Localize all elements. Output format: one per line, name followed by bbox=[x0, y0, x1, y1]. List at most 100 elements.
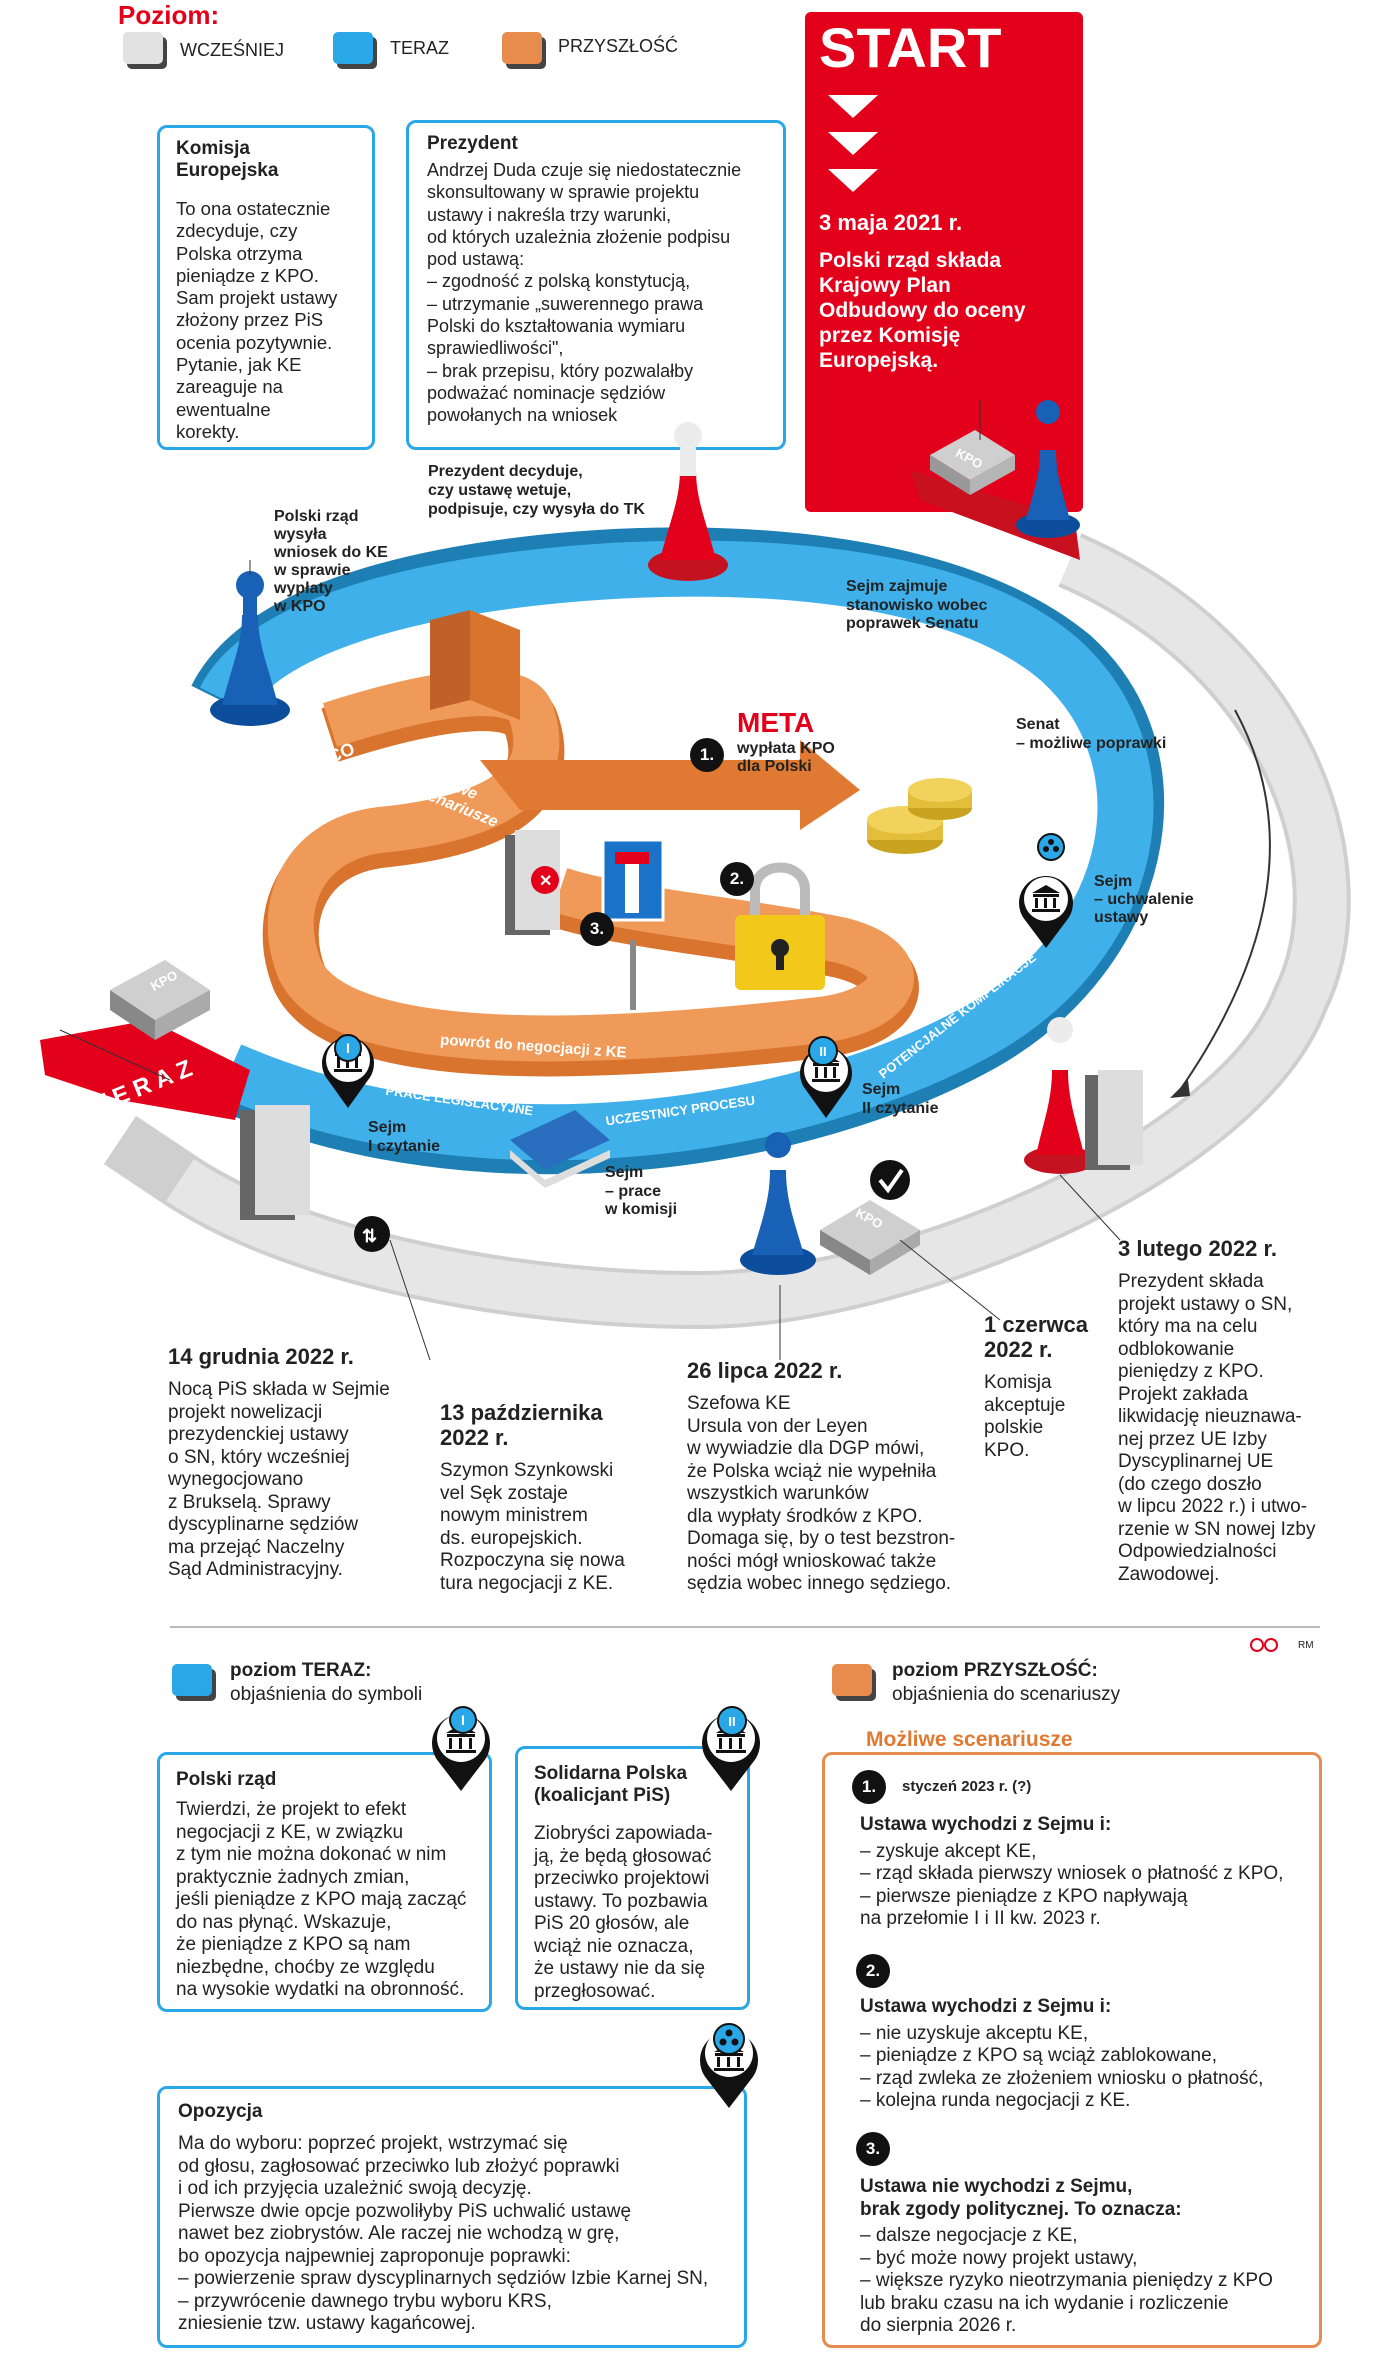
label-sejm-passes: Sejm – uchwalenie ustawy bbox=[1094, 873, 1194, 926]
sejm-passes-pin-icon bbox=[1019, 876, 1073, 948]
dead-end-sign-icon bbox=[601, 838, 665, 1010]
orange-track-top bbox=[267, 670, 914, 1062]
event-date: 26 lipca 2022 r. bbox=[687, 1358, 843, 1383]
scenario-head: Ustawa wychodzi z Sejmu i: bbox=[860, 1814, 1112, 1835]
label-sejm-first-reading: Sejm I czytanie bbox=[368, 1119, 441, 1155]
event-text: Nocą PiS składa w Sejmie projekt noweliz… bbox=[168, 1379, 390, 1580]
scenario-item: – dalsze negocjacje z KE, bbox=[860, 2225, 1078, 2246]
kpo-block-teraz-icon bbox=[110, 960, 210, 1040]
scenario-1-badge: 1. bbox=[852, 1770, 886, 1804]
scenario-2: Ustawa wychodzi z Sejmu i: – nie uzyskuj… bbox=[860, 1996, 1330, 2113]
orange-meta-arrow bbox=[480, 740, 860, 830]
label-gov-sends-request: Polski rząd wysyła wniosek do KE w spraw… bbox=[274, 508, 388, 615]
opposition-people-icon bbox=[713, 2023, 745, 2055]
box-text: To ona ostatecznie zdecyduje, czy Polska… bbox=[176, 198, 338, 442]
binder-grey-right-icon bbox=[1085, 1070, 1143, 1170]
box-text: Andrzej Duda czuje się niedostatecznie s… bbox=[427, 160, 742, 426]
pawn-blue-eu-icon bbox=[210, 571, 290, 726]
roman-one-badge: I bbox=[449, 1706, 477, 1734]
pawn-blue-eu-bottom-icon bbox=[740, 1132, 816, 1275]
orange-level-swatch bbox=[502, 32, 542, 64]
label-sejm-committee: Sejm – prace w komisji bbox=[605, 1164, 678, 1218]
event-2022-10-13: 13 października 2022 r. Szymon Szynkowsk… bbox=[440, 1400, 660, 1595]
pawn-blue-start-icon bbox=[1016, 400, 1080, 538]
info-box-government: Polski rząd Twierdzi, że projekt to efek… bbox=[157, 1752, 492, 2012]
event-2022-06-01: 1 czerwca 2022 r. Komisja akceptuje pols… bbox=[984, 1312, 1104, 1462]
info-box-president: Prezydent Andrzej Duda czuje się niedost… bbox=[406, 120, 786, 450]
box-title: Polski rząd bbox=[176, 1769, 277, 1790]
legend-label: TERAZ bbox=[390, 38, 450, 58]
book-icon bbox=[510, 1110, 610, 1188]
scenario-head: Ustawa nie wychodzi z Sejmu, brak zgody … bbox=[860, 2176, 1182, 2220]
scenario-item: – pierwsze pieniądze z KPO napływają na … bbox=[860, 1885, 1188, 1930]
orange-level-swatch bbox=[832, 1664, 872, 1696]
label-sejm-senate-amendments: Sejm zajmuje stanowisko wobec poprawek S… bbox=[846, 578, 988, 632]
svg-text:✕: ✕ bbox=[539, 873, 552, 890]
grey-direction-arrowhead bbox=[1170, 1080, 1190, 1098]
box-title: Komisja Europejska bbox=[176, 138, 279, 181]
label-president-decides: Prezydent decyduje, czy ustawę wetuje, p… bbox=[428, 463, 645, 518]
start-date: 3 maja 2021 r. bbox=[819, 210, 963, 235]
info-box-european-commission: Komisja Europejska To ona ostatecznie zd… bbox=[157, 125, 375, 450]
start-title: START bbox=[819, 16, 1002, 79]
start-text: Polski rząd składa Krajowy Plan Odbudowy… bbox=[819, 249, 1026, 372]
opposition-people-icon bbox=[1037, 833, 1065, 861]
event-date: 3 lutego 2022 r. bbox=[1118, 1236, 1277, 1261]
grey-direction-arrow bbox=[1179, 709, 1271, 1091]
scenario-1-marker: 1. bbox=[690, 738, 724, 772]
box-text: Ziobryści zapowiada- ją, że będą głosowa… bbox=[534, 1823, 713, 2002]
rejected-document-icon: ✕ bbox=[505, 830, 560, 935]
scenario-item: – być może nowy projekt ustawy, bbox=[860, 2247, 1138, 2269]
blue-track bbox=[199, 540, 1154, 1161]
box-text: Twierdzi, że projekt to efekt negocjacji… bbox=[176, 1799, 467, 2000]
event-2022-12-14: 14 grudnia 2022 r. Nocą PiS składa w Sej… bbox=[168, 1344, 418, 1582]
coins-icon bbox=[867, 778, 972, 854]
up-down-arrows-badge-icon bbox=[354, 1216, 390, 1252]
scenario-item: – rząd składa pierwszy wniosek o płatnoś… bbox=[860, 1863, 1284, 1884]
event-2022-07-26: 26 lipca 2022 r. Szefowa KE Ursula von d… bbox=[687, 1358, 987, 1596]
roman-two-badge: II bbox=[808, 1036, 838, 1066]
event-text: Prezydent składa projekt ustawy o SN, kt… bbox=[1118, 1271, 1316, 1585]
scenario-3: Ustawa nie wychodzi z Sejmu, brak zgody … bbox=[860, 2176, 1330, 2338]
padlock-icon bbox=[735, 862, 825, 990]
event-date: 13 października 2022 r. bbox=[440, 1400, 603, 1450]
start-arrows-icon bbox=[828, 95, 878, 192]
box-title: Solidarna Polska (koalicjant PiS) bbox=[534, 1763, 688, 1806]
meta-title: META bbox=[737, 707, 815, 738]
legend-title: Poziom: bbox=[118, 0, 220, 30]
pawn-white-president-icon bbox=[648, 422, 728, 581]
box-title: Opozycja bbox=[178, 2101, 263, 2122]
scenarios-box bbox=[822, 1752, 1322, 2348]
info-box-solidarna-polska: Solidarna Polska (koalicjant PiS) Ziobry… bbox=[515, 1746, 750, 2010]
section-divider bbox=[170, 1626, 1320, 1628]
scenario-item: – większe ryzyko nieotrzymania pieniędzy… bbox=[860, 2270, 1273, 2336]
grey-level-swatch bbox=[123, 32, 163, 64]
roman-two-badge: II bbox=[717, 1706, 747, 1736]
scenario-2-marker: 2. bbox=[720, 862, 754, 896]
przyszlosc-legend-title: poziom PRZYSZŁOŚĆ: bbox=[892, 1660, 1098, 1681]
scenario-3-marker: 3. bbox=[580, 912, 614, 946]
legend-label: WCZEŚNIEJ bbox=[180, 40, 285, 60]
event-2022-02-03: 3 lutego 2022 r. Prezydent składa projek… bbox=[1118, 1236, 1338, 1586]
event-date: 1 czerwca 2022 r. bbox=[984, 1312, 1088, 1362]
przyszlosc-legend-subtitle: objaśnienia do scenariuszy bbox=[892, 1684, 1121, 1705]
event-date: 14 grudnia 2022 r. bbox=[168, 1344, 354, 1369]
scenario-3-badge: 3. bbox=[856, 2132, 890, 2166]
scenario-item: – rząd zwleka ze złożeniem wniosku o pła… bbox=[860, 2067, 1264, 2089]
grey-track-top bbox=[166, 537, 1347, 1326]
legend-label: PRZYSZŁOŚĆ bbox=[558, 36, 679, 56]
scenario-1: Ustawa wychodzi z Sejmu i: – zyskuje akc… bbox=[860, 1814, 1330, 1931]
copyright-logo-icon bbox=[1250, 1638, 1278, 1652]
kpo-block-start-icon bbox=[930, 430, 1015, 495]
blue-level-swatch bbox=[172, 1664, 212, 1696]
event-text: Szefowa KE Ursula von der Leyen w wywiad… bbox=[687, 1393, 956, 1594]
credit: RM bbox=[1298, 1640, 1314, 1651]
scenario-item: – pieniądze z KPO są wciąż zablokowane, bbox=[860, 2045, 1217, 2066]
scenario-head: Ustawa wychodzi z Sejmu i: bbox=[860, 1996, 1112, 2017]
label-sejm-second-reading: Sejm II czytanie bbox=[862, 1081, 939, 1117]
scenario-item: – kolejna runda negocjacji z KE. bbox=[860, 2090, 1131, 2111]
scenarios-title: Możliwe scenariusze bbox=[860, 1728, 1079, 1752]
box-text: Ma do wyboru: poprzeć projekt, wstrzymać… bbox=[178, 2133, 709, 2334]
event-text: Szymon Szynkowski vel Sęk zostaje nowym … bbox=[440, 1460, 625, 1594]
binder-grey-icon bbox=[240, 1105, 310, 1220]
